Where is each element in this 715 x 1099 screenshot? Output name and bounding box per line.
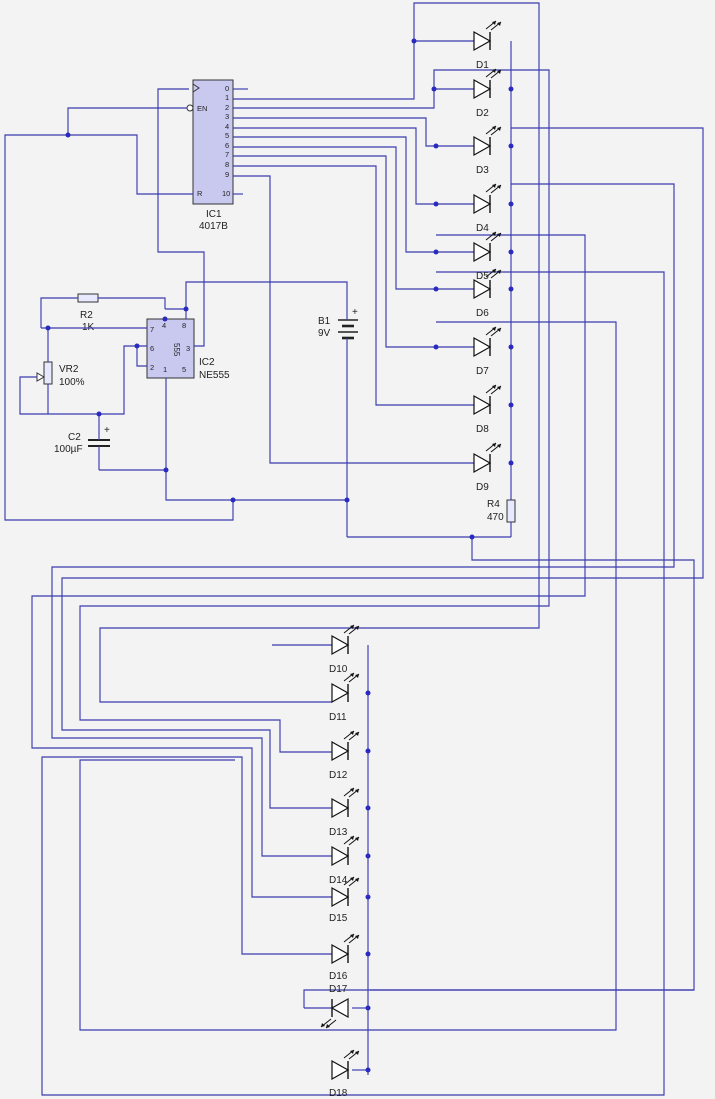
- ic2-pin7: 7: [150, 325, 154, 334]
- r2-resistor: R2 1K: [77, 293, 99, 333]
- ic2-pin3: 3: [186, 344, 190, 353]
- led-d8: [473, 384, 502, 415]
- c2-plus: +: [104, 425, 110, 436]
- led-d16: [331, 933, 360, 964]
- ic1-out-7: 7: [225, 150, 229, 159]
- ic1-ref: IC1: [206, 209, 222, 220]
- led-d17: [320, 998, 349, 1029]
- label-d4: D4: [476, 223, 489, 234]
- ic1-out-0: 0: [225, 84, 229, 93]
- ic2-chip-text: 555: [172, 343, 181, 357]
- led-d5: [473, 231, 502, 262]
- led-d12: [331, 730, 360, 761]
- label-d13: D13: [329, 827, 348, 838]
- label-d12: D12: [329, 770, 348, 781]
- ic1-out-2: 2: [225, 103, 229, 112]
- r2-ref: R2: [80, 310, 93, 321]
- ic1-output-labels: 0 1 2 3 4 5 6 7 8 9: [225, 84, 229, 179]
- r4-resistor: R4 470: [487, 499, 516, 523]
- ic1-en-label: EN: [197, 104, 207, 113]
- r4-ref: R4: [487, 499, 500, 510]
- label-d17: D17: [329, 984, 348, 995]
- vr2-ref: VR2: [59, 364, 79, 375]
- label-d8: D8: [476, 424, 489, 435]
- ic2-pin6: 6: [150, 344, 154, 353]
- label-d16: D16: [329, 971, 348, 982]
- led-d9: [473, 442, 502, 473]
- led-d10: [331, 624, 360, 655]
- label-d5: D5: [476, 271, 489, 282]
- label-d3: D3: [476, 165, 489, 176]
- ic1-out-8: 8: [225, 160, 229, 169]
- ic2-pin4: 4: [162, 321, 166, 330]
- ic1-out-9: 9: [225, 170, 229, 179]
- ic1-out-6: 6: [225, 141, 229, 150]
- ic2-pin2: 2: [150, 363, 154, 372]
- b1-value: 9V: [318, 328, 331, 339]
- ic1-r-label: R: [197, 189, 203, 198]
- ic1-out-4: 4: [225, 122, 229, 131]
- label-d10: D10: [329, 664, 348, 675]
- label-d14: D14: [329, 875, 348, 886]
- label-d18: D18: [329, 1088, 348, 1099]
- ic1-out-3: 3: [225, 112, 229, 121]
- led-d3: [473, 125, 502, 156]
- ic2-pin1: 1: [163, 365, 167, 374]
- led-d18: [331, 1049, 360, 1080]
- led-column-left: D10 D11 D12 D13 D14 D15 D16 D17 D18: [320, 624, 360, 1099]
- b1-plus: +: [352, 307, 358, 318]
- ic1-value: 4017B: [199, 221, 228, 232]
- label-d1: D1: [476, 60, 489, 71]
- ic1-out-1: 1: [225, 93, 229, 102]
- ic2-value: NE555: [199, 370, 230, 381]
- b1-ref: B1: [318, 316, 331, 327]
- label-d2: D2: [476, 108, 489, 119]
- ic1-out-5: 5: [225, 131, 229, 140]
- junctions: [45, 38, 514, 1073]
- led-d11: [331, 672, 360, 703]
- vr2-value: 100%: [59, 377, 85, 388]
- ic2-ref: IC2: [199, 357, 215, 368]
- c2-value: 100µF: [54, 444, 83, 455]
- ic2-pin5: 5: [182, 365, 186, 374]
- c2-capacitor: + C2 100µF: [54, 425, 110, 455]
- led-d13: [331, 787, 360, 818]
- label-d15: D15: [329, 913, 348, 924]
- led-column-right: D1 D2 D3 D4 D5 D6 D7 D8 D9: [473, 20, 502, 493]
- label-d6: D6: [476, 308, 489, 319]
- led-d1: [473, 20, 502, 51]
- label-d7: D7: [476, 366, 489, 377]
- wiring: [4, 2, 704, 1096]
- r4-value: 470: [487, 512, 504, 523]
- ic2-pin8: 8: [182, 321, 186, 330]
- label-d11: D11: [329, 712, 347, 723]
- ic1-pin10-label: 10: [222, 189, 230, 198]
- b1-battery: + B1 9V: [318, 307, 358, 340]
- ic1-counter: EN R 10 0 1 2 3 4 5 6 7 8 9 IC1 4017B: [186, 79, 234, 232]
- led-d7: [473, 326, 502, 357]
- led-d4: [473, 183, 502, 214]
- led-d14: [331, 835, 360, 866]
- label-d9: D9: [476, 482, 489, 493]
- ic2-timer: 4 8 7 6 3 2 1 5 555 IC2 NE555: [146, 318, 230, 381]
- led-d2: [473, 68, 502, 99]
- c2-ref: C2: [68, 432, 81, 443]
- vr2-potentiometer: VR2 100%: [36, 361, 85, 388]
